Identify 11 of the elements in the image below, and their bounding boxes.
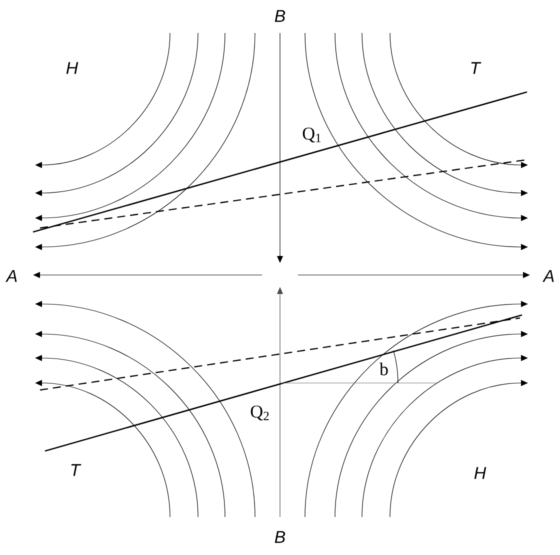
- axis-label: T: [471, 62, 482, 74]
- axis-label: T: [71, 464, 82, 476]
- axis-label: B: [274, 10, 286, 22]
- axis-label: b: [380, 362, 388, 376]
- axis-label: A: [6, 270, 17, 282]
- axis-label: A: [542, 270, 554, 282]
- axis-label: Q$_{1}$: [302, 128, 321, 142]
- axis-label: H: [474, 467, 486, 479]
- axis-label: H: [66, 62, 78, 74]
- axis-label: Q$_{2}$: [250, 406, 269, 420]
- axis-label: B: [274, 531, 286, 543]
